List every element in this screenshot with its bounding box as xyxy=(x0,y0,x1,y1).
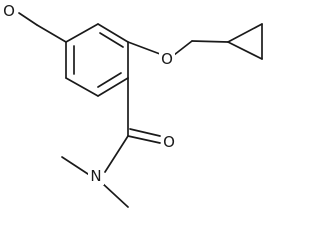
aldehyde-c-o-bond xyxy=(18,12,38,26)
carbonyl-c-o-bond xyxy=(127,135,161,144)
ether-oxygen-label: O xyxy=(161,50,173,68)
cyclopropyl-bond-1 xyxy=(227,23,263,43)
ether-o-ch2-bond xyxy=(173,40,193,56)
cyclopropyl-bond-3 xyxy=(227,41,263,60)
chemical-structure: O O O N xyxy=(1,2,263,208)
aldehyde-c-bond xyxy=(36,24,67,43)
ring-bond-c5-c6 xyxy=(65,77,99,97)
ch2-cyclopropyl-bond xyxy=(191,40,229,43)
ring-bond-c2-c3 xyxy=(97,23,129,43)
ring-bond-c3-c3-inner xyxy=(99,32,124,48)
amide-oxygen-label: O xyxy=(163,133,175,151)
n-methyl-left-bond xyxy=(61,156,92,177)
cyclopropylmethoxy-group: O xyxy=(127,23,263,68)
dimethylamide-group: O N xyxy=(61,77,177,208)
aldehyde-oxygen-label: O xyxy=(3,2,15,20)
aldehyde-group: O xyxy=(1,2,67,43)
ring-bond-c4-c5 xyxy=(97,77,129,97)
n-methyl-down-bond xyxy=(101,182,129,208)
carbonyl-c-n-bond xyxy=(104,135,129,173)
ring-bond-c4-c5-inner xyxy=(97,72,122,88)
amide-nitrogen-label: N xyxy=(90,167,101,185)
ether-c-o-bond xyxy=(127,41,161,55)
benzene-ring xyxy=(65,23,129,97)
ring-bond-c1-c2 xyxy=(65,23,99,43)
carbonyl-c-o-double-bond xyxy=(129,128,161,137)
